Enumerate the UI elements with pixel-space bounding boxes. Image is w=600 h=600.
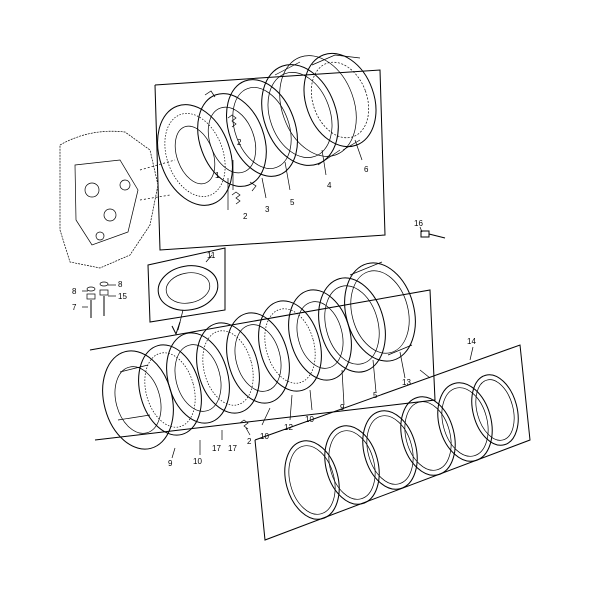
callout-3: 3 xyxy=(265,205,270,214)
part-4-drum xyxy=(261,55,357,166)
part-10-friction-mid xyxy=(196,322,260,414)
seal-group-frame xyxy=(254,344,531,541)
callout-14: 14 xyxy=(467,337,476,346)
callout-16: 16 xyxy=(414,219,423,228)
part-11-retainer xyxy=(157,265,219,336)
part-9-piston-rear xyxy=(288,289,352,381)
callout-8-right: 8 xyxy=(118,280,123,289)
part-2-spring-upper xyxy=(227,114,241,205)
bolts-7-8-15 xyxy=(86,281,109,318)
callout-6: 6 xyxy=(364,165,369,174)
callout-5-upper: 5 xyxy=(290,198,295,207)
callout-5-middle: 5 xyxy=(373,391,378,400)
callout-10-front: 10 xyxy=(193,457,202,466)
part-13-drum xyxy=(344,261,416,362)
part-12-plate xyxy=(226,312,290,404)
part-6-clutch-housing xyxy=(303,52,377,151)
callout-11: 11 xyxy=(207,251,216,260)
callout-2-mid: 2 xyxy=(243,212,248,221)
callout-12: 12 xyxy=(284,423,293,432)
part-5-ring-middle xyxy=(318,277,386,373)
part-17-plate-a xyxy=(166,332,230,424)
callout-9-rear: 9 xyxy=(340,403,345,412)
part-14-seal-rings xyxy=(284,374,519,520)
part-2-spring-lower xyxy=(239,419,249,430)
upper-group-frame xyxy=(154,69,386,251)
middle-group-frame xyxy=(89,289,436,441)
part-10-friction-front xyxy=(138,344,202,436)
callout-10-rear: 10 xyxy=(305,415,314,424)
callout-1: 1 xyxy=(215,171,220,180)
callout-17-left: 17 xyxy=(212,444,221,453)
callout-4: 4 xyxy=(327,181,332,190)
callout-2-upper: 2 xyxy=(237,138,242,147)
part-9-piston-front xyxy=(102,350,174,450)
callout-7: 7 xyxy=(72,303,77,312)
part-3-plate xyxy=(197,90,267,192)
transmission-housing xyxy=(59,130,176,269)
callout-13: 13 xyxy=(402,378,411,387)
callout-10-mid: 10 xyxy=(260,432,269,441)
part-16-bolt xyxy=(420,230,446,239)
part-1-friction-disc xyxy=(157,104,233,206)
group-frames xyxy=(89,69,531,541)
part-5-ring-upper xyxy=(226,79,298,177)
callout-17-right: 17 xyxy=(228,444,237,453)
part-10-friction-rear xyxy=(258,300,322,392)
callout-numbers: 1 2 2 3 5 4 6 11 16 8 8 15 7 14 13 5 9 1… xyxy=(72,138,476,468)
insert-frame-11 xyxy=(147,247,226,323)
callout-2-lower: 2 xyxy=(247,437,252,446)
callout-9-front: 9 xyxy=(168,459,173,468)
leader-lines xyxy=(82,139,474,459)
callout-15: 15 xyxy=(118,292,127,301)
callout-8-left: 8 xyxy=(72,287,77,296)
